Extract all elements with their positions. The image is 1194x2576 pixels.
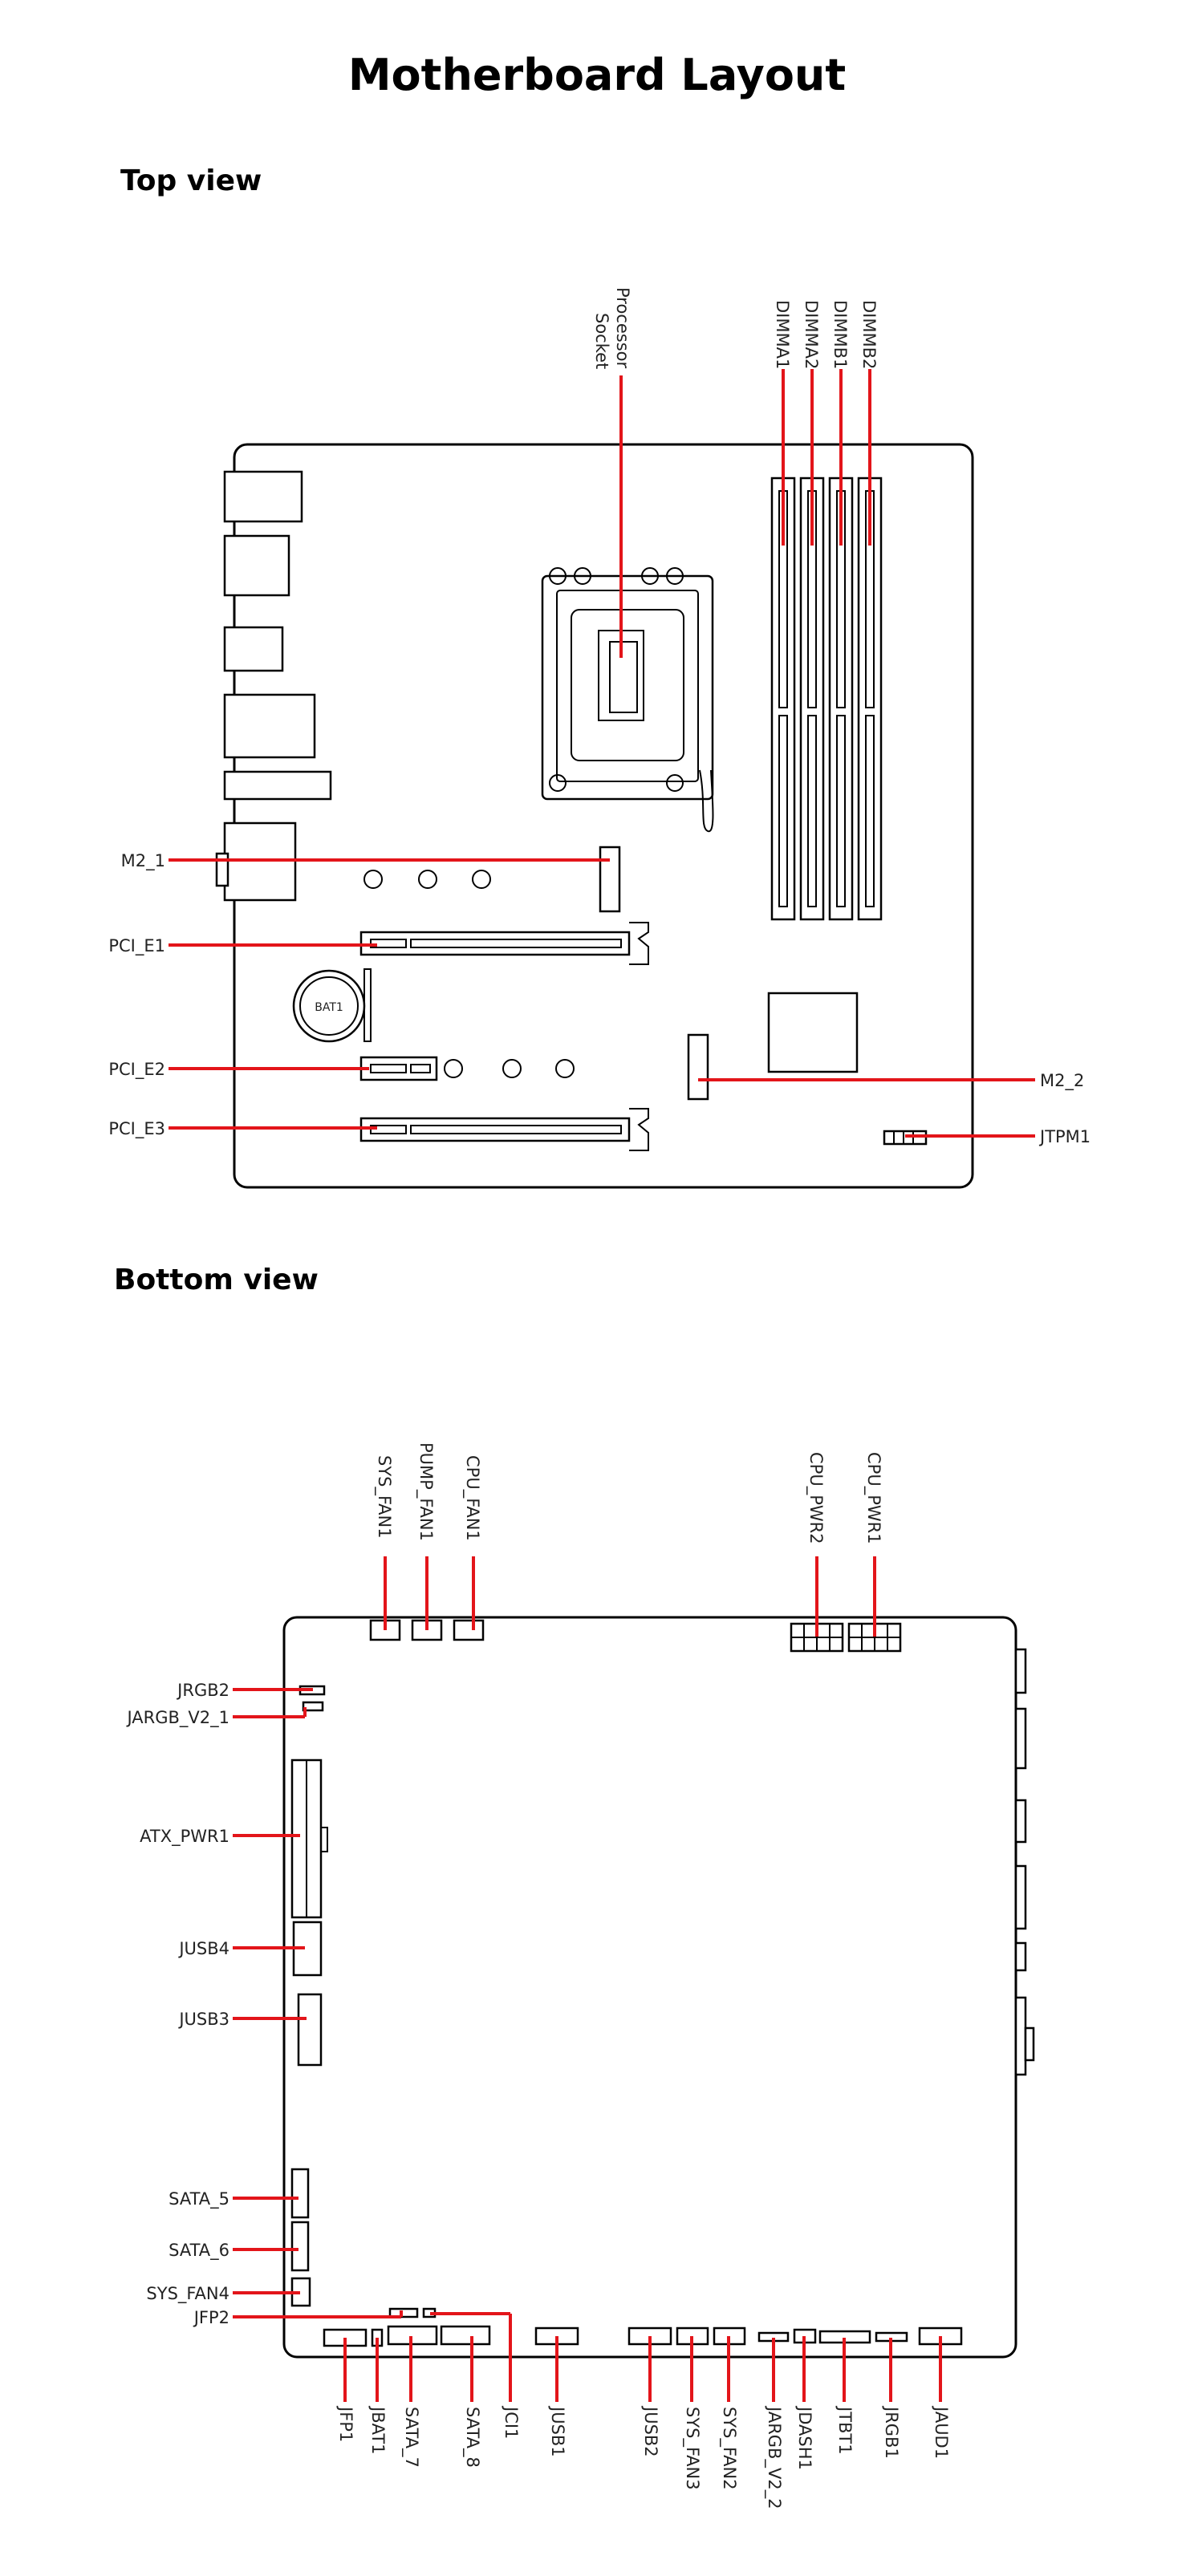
jfp1-label: JFP1 (336, 2405, 355, 2442)
jusb4-label: JUSB4 (177, 1939, 229, 1958)
sata6-label: SATA_6 (169, 2241, 229, 2261)
jdash1-label: JDASH1 (795, 2405, 814, 2470)
m2-1-slot (599, 846, 621, 913)
bottom-edge-headers (323, 2307, 963, 2347)
jtbt1-label: JTBT1 (835, 2405, 855, 2455)
board-outline-top (233, 443, 974, 1189)
dimma2-label: DIMMA2 (802, 300, 821, 369)
m2-2-slot (687, 1033, 709, 1101)
jusb1-label: JUSB1 (548, 2405, 567, 2457)
pci-e3-label: PCI_E3 (108, 1119, 165, 1139)
rear-io-ports (215, 470, 332, 902)
processor-label-line1: Processor (613, 287, 632, 369)
m2-1-label: M2_1 (121, 851, 165, 871)
jusb2-label: JUSB2 (641, 2405, 660, 2457)
bottom-callouts (233, 1556, 942, 2402)
atx-pwr1-connector (290, 1759, 328, 1919)
dimma1-label: DIMMA1 (773, 300, 792, 369)
battery-bat1: BAT1 (292, 968, 372, 1043)
bottom-view-heading: Bottom view (114, 1264, 319, 1296)
jci1-label: JCI1 (502, 2405, 521, 2439)
rear-io-bottom (1014, 1648, 1035, 2076)
sys-fan2-label: SYS_FAN2 (719, 2407, 739, 2490)
sata8-connector (440, 2325, 491, 2346)
jfp2-label: JFP2 (193, 2308, 229, 2327)
sata5-connector (290, 2168, 310, 2219)
jbat1-label: JBAT1 (368, 2405, 388, 2455)
jfp2-header (388, 2307, 419, 2318)
jaud1-label: JAUD1 (932, 2405, 951, 2459)
processor-label-line2: Socket (592, 313, 611, 369)
cpu-power-connectors (790, 1622, 902, 1653)
processor-socket (541, 567, 714, 833)
dimmb2-label: DIMMB2 (859, 300, 879, 369)
chipset (767, 992, 859, 1073)
pump-fan1-label: PUMP_FAN1 (416, 1442, 436, 1541)
jrgb2-label: JRGB2 (176, 1681, 229, 1700)
jusb3-connector (297, 1993, 323, 2067)
jargb-v2-1-header (302, 1701, 324, 1712)
page-title: Motherboard Layout (347, 50, 847, 100)
pcie-slots (359, 922, 649, 1151)
top-view-heading: Top view (120, 164, 262, 197)
jtpm1-label: JTPM1 (1038, 1127, 1090, 1146)
sata5-label: SATA_5 (169, 2189, 229, 2209)
atx-pwr1-label: ATX_PWR1 (140, 1827, 229, 1847)
sata8-label: SATA_8 (462, 2407, 482, 2468)
jrgb1-label: JRGB1 (882, 2405, 901, 2459)
board-outline-bottom (282, 1616, 1017, 2359)
jusb3-label: JUSB3 (177, 2010, 229, 2029)
bat1-label: BAT1 (315, 1001, 343, 1014)
m2-2-label: M2_2 (1040, 1071, 1084, 1091)
sys-fan1-label: SYS_FAN1 (374, 1455, 394, 1539)
cpu-pwr1-label: CPU_PWR1 (863, 1452, 883, 1544)
sata7-label: SATA_7 (401, 2407, 421, 2468)
sata6-connector (290, 2221, 310, 2272)
pci-e2-label: PCI_E2 (108, 1060, 165, 1080)
top-view: BAT1 Processor Socket DIMMA1 D (108, 287, 1090, 1189)
mounting-holes (363, 870, 575, 1078)
cpu-pwr2-label: CPU_PWR2 (806, 1452, 826, 1544)
sys-fan3-label: SYS_FAN3 (682, 2407, 702, 2490)
jargb-v2-2-label: JARGB_V2_2 (764, 2405, 784, 2509)
dimm-slots (770, 477, 883, 921)
dimmb1-label: DIMMB1 (831, 300, 850, 369)
pci-e1-label: PCI_E1 (108, 936, 165, 956)
jargb-v2-1-label: JARGB_V2_1 (125, 1708, 229, 1728)
top-callouts (169, 369, 1035, 1138)
cpu-fan1-label: CPU_FAN1 (462, 1455, 482, 1541)
bottom-view: SYS_FAN1 PUMP_FAN1 CPU_FAN1 CPU_PWR2 CPU… (125, 1442, 1035, 2509)
sys-fan4-label: SYS_FAN4 (146, 2284, 229, 2304)
